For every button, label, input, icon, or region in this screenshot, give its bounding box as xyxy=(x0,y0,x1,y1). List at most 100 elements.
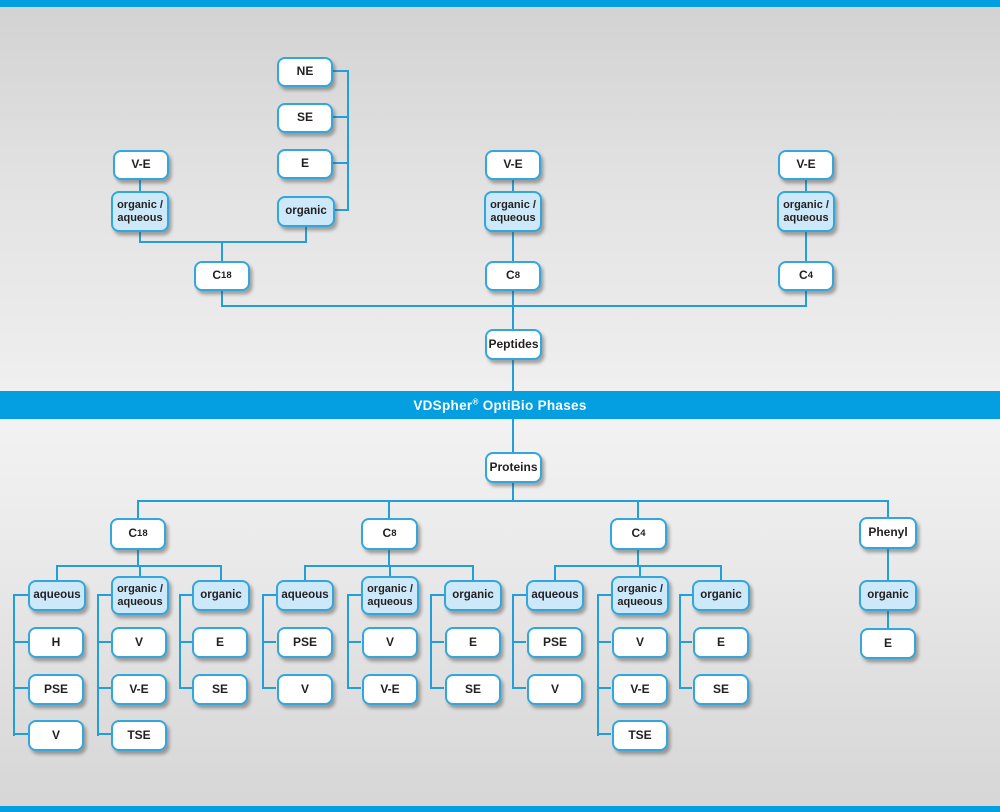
node-c4-oa-tse: TSE xyxy=(612,720,668,751)
banner: VDSpher® OptiBio Phases xyxy=(0,391,1000,419)
connector-line-h xyxy=(137,500,889,502)
connector-line-h xyxy=(512,687,526,689)
connector-line-h xyxy=(597,594,611,596)
connector-line-h xyxy=(679,594,692,596)
connector-line-v xyxy=(887,549,889,581)
node-c18-aq-pse: PSE xyxy=(28,674,84,705)
connector-line-h xyxy=(179,641,192,643)
connector-line-h xyxy=(679,641,692,643)
node-c18-aq-h: H xyxy=(28,627,84,658)
node-c4-aq-v: V xyxy=(527,674,583,705)
node-c18-oa-ve: V-E xyxy=(111,674,167,705)
node-top-c8-ve: V-E xyxy=(485,150,541,180)
connector-line-h xyxy=(13,687,28,689)
connector-line-v xyxy=(597,594,599,736)
connector-line-h xyxy=(262,687,276,689)
node-top-ne: NE xyxy=(277,57,333,87)
connector-line-v xyxy=(347,70,349,211)
node-c18-oa-tse: TSE xyxy=(111,720,167,751)
connector-line-h xyxy=(179,594,192,596)
connector-line-v xyxy=(13,594,15,736)
node-c8-oa-ve: V-E xyxy=(362,674,418,705)
connector-line-h xyxy=(97,594,111,596)
node-c4-oa-ve: V-E xyxy=(612,674,668,705)
connector-line-h xyxy=(97,641,111,643)
node-c4-organic: organic xyxy=(692,580,750,611)
node-c4-aq-pse: PSE xyxy=(527,627,583,658)
connector-line-h xyxy=(347,687,361,689)
node-proteins: Proteins xyxy=(485,452,542,483)
node-c8-organic: organic xyxy=(444,580,502,611)
connector-line-h xyxy=(347,594,361,596)
connector-line-h xyxy=(554,565,722,567)
connector-line-v xyxy=(805,232,807,261)
connector-line-v xyxy=(512,419,514,452)
banner-title: VDSpher® OptiBio Phases xyxy=(413,397,587,413)
node-c18-aq-v: V xyxy=(28,720,84,751)
node-c4-org-se: SE xyxy=(693,674,749,705)
node-c8-aq-v: V xyxy=(277,674,333,705)
connector-line-v xyxy=(388,500,390,518)
node-top-organic: organic xyxy=(277,196,335,227)
node-peptides: Peptides xyxy=(485,329,542,360)
connector-line-h xyxy=(13,733,28,735)
connector-line-v xyxy=(139,565,141,576)
connector-line-v xyxy=(805,180,807,192)
connector-line-h xyxy=(597,641,611,643)
connector-line-v xyxy=(512,291,514,329)
connector-line-h xyxy=(13,641,28,643)
node-c4-organic-aqueous: organic / aqueous xyxy=(611,576,669,615)
node-top-c18-organic-aqueous: organic / aqueous xyxy=(111,191,169,232)
connector-line-h xyxy=(512,594,526,596)
node-c4-oa-v: V xyxy=(612,627,668,658)
node-phenyl-e: E xyxy=(860,628,916,659)
connector-line-h xyxy=(335,209,349,211)
connector-line-v xyxy=(137,500,139,518)
connector-line-h xyxy=(13,594,28,596)
connector-line-h xyxy=(347,641,361,643)
connector-line-v xyxy=(220,565,222,580)
node-c4-org-e: E xyxy=(693,627,749,658)
connector-line-v xyxy=(512,232,514,261)
connector-line-v xyxy=(637,500,639,518)
connector-line-h xyxy=(597,733,611,735)
connector-line-v xyxy=(512,180,514,192)
connector-line-h xyxy=(97,733,111,735)
connector-line-v xyxy=(139,232,141,243)
connector-line-h xyxy=(430,594,444,596)
connector-line-h xyxy=(333,70,349,72)
node-c8-aq-pse: PSE xyxy=(277,627,333,658)
node-c4-aqueous: aqueous xyxy=(526,580,584,611)
top-accent-strip xyxy=(0,0,1000,7)
connector-line-v xyxy=(639,565,641,576)
node-c18-aqueous: aqueous xyxy=(28,580,86,611)
connector-line-v xyxy=(554,565,556,580)
connector-line-v xyxy=(720,565,722,580)
connector-line-h xyxy=(221,305,807,307)
node-top-se: SE xyxy=(277,103,333,133)
connector-line-h xyxy=(139,241,307,243)
node-c18-org-e: E xyxy=(192,627,248,658)
connector-line-h xyxy=(97,687,111,689)
connector-line-v xyxy=(305,227,307,243)
node-c8-aqueous: aqueous xyxy=(276,580,334,611)
connector-line-v xyxy=(887,500,889,517)
connector-line-v xyxy=(97,594,99,736)
connector-line-v xyxy=(512,360,514,392)
node-c8-org-e: E xyxy=(445,627,501,658)
connector-line-v xyxy=(304,565,306,580)
connector-line-v xyxy=(388,550,390,567)
node-phenyl-organic: organic xyxy=(859,580,917,611)
node-top-e: E xyxy=(277,149,333,179)
connector-line-h xyxy=(512,641,526,643)
connector-line-h xyxy=(679,687,692,689)
node-top-c4-ve: V-E xyxy=(778,150,834,180)
node-phenyl: Phenyl xyxy=(859,517,917,549)
node-c18-organic-aqueous: organic / aqueous xyxy=(111,576,169,615)
connector-line-v xyxy=(137,550,139,567)
node-c8-organic-aqueous: organic / aqueous xyxy=(361,576,419,615)
connector-line-h xyxy=(262,641,276,643)
